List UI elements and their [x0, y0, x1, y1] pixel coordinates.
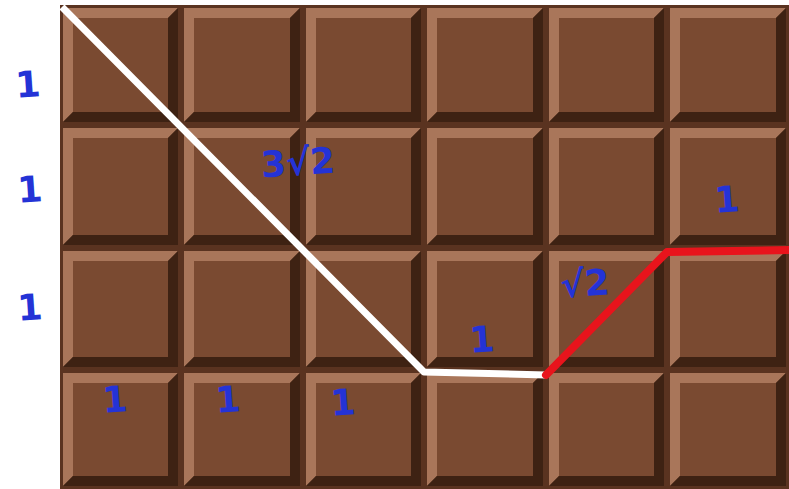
chocolate-cell — [427, 373, 543, 486]
chocolate-cell — [427, 8, 543, 122]
chocolate-cells — [63, 8, 786, 486]
chocolate-cell — [184, 251, 300, 367]
white-path — [62, 7, 546, 375]
chocolate-cell — [306, 373, 421, 486]
chocolate-cell — [63, 373, 178, 486]
chocolate-cell — [63, 251, 178, 367]
chocolate-cell — [670, 373, 786, 486]
dimension-label: 1 — [14, 66, 42, 104]
chocolate-cell — [184, 373, 300, 486]
chocolate-cell — [184, 8, 300, 122]
dimension-label: 1 — [101, 381, 129, 419]
dimension-label: 1 — [16, 289, 44, 327]
dimension-label: √2 — [559, 264, 610, 303]
dimension-label: 1 — [16, 171, 44, 209]
red-path — [546, 250, 789, 375]
dimension-label: 3√2 — [260, 142, 336, 183]
chocolate-cell — [670, 8, 786, 122]
dimension-label: 1 — [214, 381, 242, 419]
dimension-label: 1 — [468, 321, 496, 359]
bar-ground — [60, 5, 789, 489]
dimension-label: 1 — [329, 384, 357, 422]
chocolate-cell — [670, 251, 786, 367]
chocolate-cell — [670, 128, 786, 245]
dimension-label: 1 — [713, 181, 741, 219]
chocolate-cell — [549, 373, 664, 486]
chocolate-cell — [549, 8, 664, 122]
chocolate-cell — [306, 8, 421, 122]
chocolate-cell — [427, 251, 543, 367]
chocolate-cell — [427, 128, 543, 245]
chocolate-cell — [549, 128, 664, 245]
chocolate-cell — [63, 128, 178, 245]
